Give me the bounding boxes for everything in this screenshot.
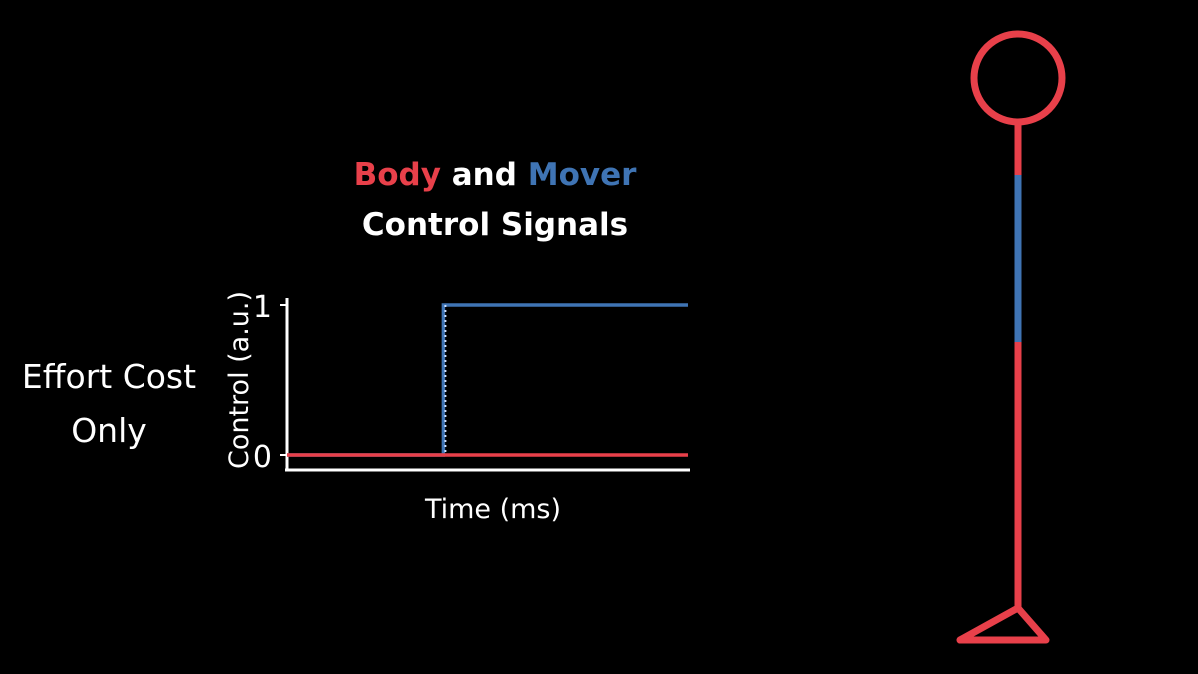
chart-title-line1: Body and Mover	[340, 150, 650, 200]
condition-label-line1: Effort Cost	[21, 357, 197, 396]
title-word-and: and	[451, 157, 517, 193]
y-axis-label: Control (a.u.)	[224, 291, 255, 469]
condition-label-line2: Only	[71, 411, 147, 450]
title-word-mover: Mover	[527, 157, 637, 193]
series-layer	[287, 303, 688, 457]
y-tick-label-0: 0	[253, 440, 272, 475]
chart-title: Body and Mover Control Signals	[340, 150, 650, 250]
chart-title-line2: Control Signals	[361, 207, 629, 243]
condition-label: Effort Cost Only	[14, 350, 204, 458]
stick-figure	[956, 30, 1066, 644]
figure-head	[970, 30, 1066, 126]
title-word-body: Body	[353, 157, 441, 193]
control-signal-chart: 1 0 Control (a.u.) Time (ms)	[224, 290, 690, 525]
series-line-mover	[287, 303, 688, 457]
x-axis-label: Time (ms)	[424, 494, 561, 525]
figure-foot	[956, 604, 1050, 644]
y-tick-label-1: 1	[253, 290, 272, 325]
